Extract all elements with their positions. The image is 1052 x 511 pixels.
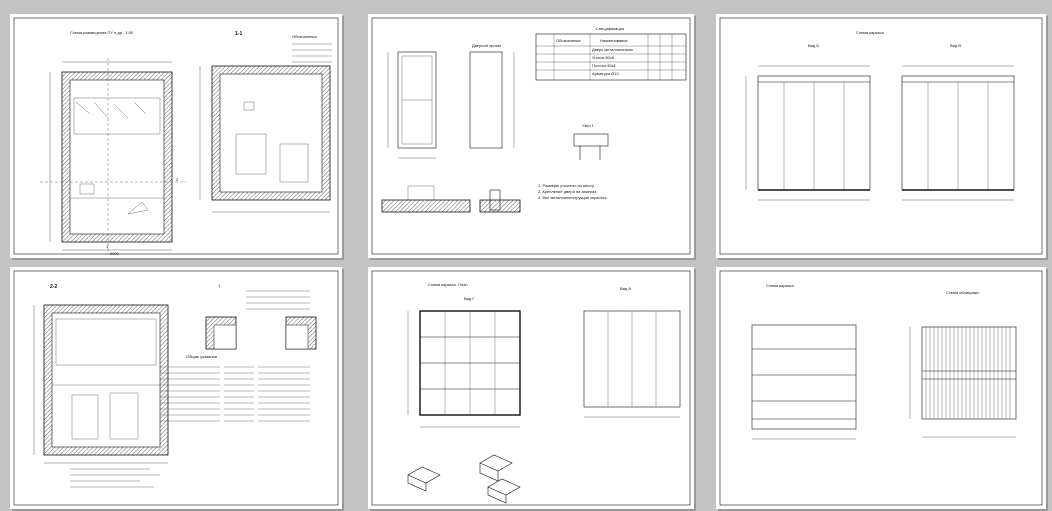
view-label: Вид А (620, 286, 632, 291)
section-title: 1-1 (235, 31, 243, 37)
plan-drawing (13, 17, 339, 255)
detail-marker: 1 (218, 283, 221, 288)
spec-row: Уголок 50х5 (592, 55, 615, 60)
view-label: Вид Б (808, 43, 819, 48)
section-title: 2-2 (50, 284, 58, 290)
cladding-title: Схема облицовки (946, 290, 979, 295)
spec-header-cell: Обозначение (556, 38, 581, 43)
frame-plan-title: Схема каркаса. План (428, 282, 468, 287)
frame-title: Схема каркаса (856, 30, 884, 35)
section-marker: 2 (176, 177, 179, 182)
section-drawing (13, 270, 339, 506)
drawing-sheet-frame[interactable]: Схема каркаса Вид Б Вид В (716, 14, 1046, 258)
spec-row: Полоса 40х4 (592, 63, 616, 68)
dimension-label: 3000 (110, 251, 119, 256)
door-title: Дверной проем (472, 43, 501, 48)
view-label: Вид В (950, 43, 962, 48)
spec-row: Арматура Ø10 (592, 71, 619, 76)
spec-header-cell: Наименование (600, 38, 628, 43)
drawing-sheet-cladding[interactable]: Схема каркаса Схема облицовки (716, 267, 1046, 509)
spec-title: Спецификация (596, 26, 625, 31)
drawing-sheet-door[interactable]: Дверной проем Спецификация Обозначение Н… (368, 14, 694, 258)
cladding-title: Схема каркаса (766, 283, 794, 288)
note-line: 1. Размеры уточнить по месту. (538, 183, 595, 188)
plan-title: Схема размещения ПУ и др., 1:50 (70, 30, 134, 35)
view-label: Вид Г (464, 296, 475, 301)
detail-title: Узел 1 (582, 123, 594, 128)
drawing-sheet-plan[interactable]: Схема размещения ПУ и др., 1:50 1-1 Обоз… (10, 14, 342, 258)
notes-title: Общие указания (186, 354, 217, 359)
note-line: 3. Все металлоконструкции окрасить. (538, 195, 608, 200)
frame-plan-drawing (371, 270, 691, 506)
frame-drawing (719, 17, 1043, 255)
drawing-sheet-section[interactable]: 2-2 Общие указания 1 (10, 267, 342, 509)
section-marker: 1 (106, 244, 109, 249)
notes-title: Обозначения (292, 34, 317, 39)
spec-row: Дверь металлическая (592, 47, 633, 52)
cladding-drawing (719, 270, 1043, 506)
door-drawing (371, 17, 691, 255)
drawing-sheet-frame-plan[interactable]: Схема каркаса. План Вид Г Вид А (368, 267, 694, 509)
note-line: 2. Крепление двери на анкерах. (538, 189, 598, 194)
